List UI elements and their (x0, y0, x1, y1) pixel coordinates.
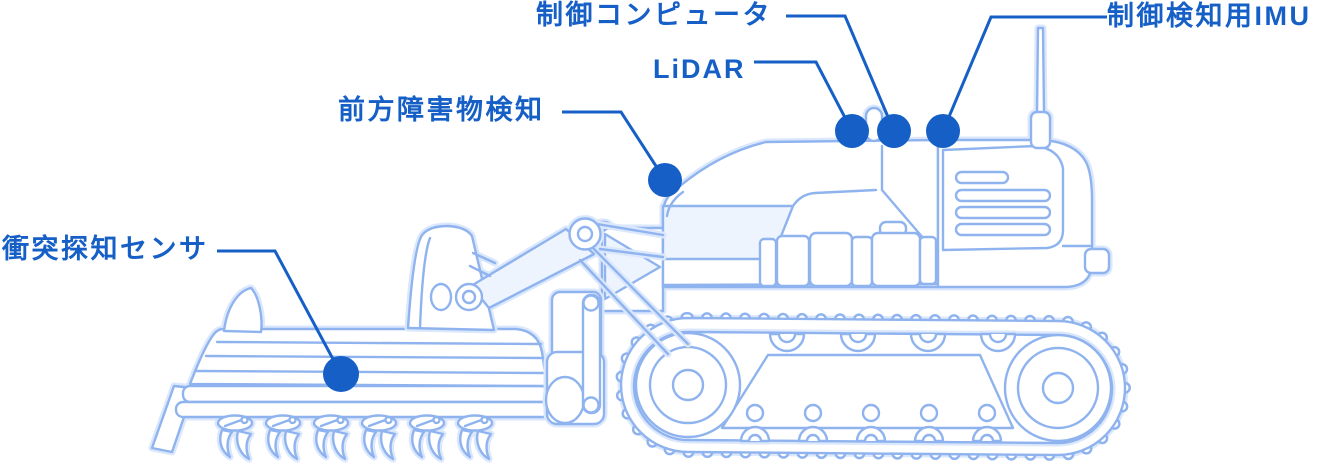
sensor-dots (323, 114, 960, 392)
leader-front-obstacle-detection (562, 110, 667, 181)
sensor-dot-lidar (835, 114, 869, 148)
label-control-imu: 制御検知用IMU (1107, 1, 1312, 31)
label-control-computer: 制御コンピュータ (536, 0, 772, 30)
leader-lidar (754, 60, 854, 132)
sensor-dot-control-imu (926, 114, 960, 148)
track-assembly (621, 318, 1125, 455)
sensor-dot-collision-sensor (323, 356, 359, 392)
leader-control-computer (786, 14, 896, 132)
label-front-obstacle-detection: 前方障害物検知 (338, 95, 545, 125)
label-collision-sensor: 衝突探知センサ (2, 234, 209, 264)
label-lidar: LiDAR (653, 54, 746, 84)
leader-lines (217, 14, 1107, 375)
leader-collision-sensor (217, 249, 343, 375)
sensor-dot-control-computer (877, 114, 911, 148)
sensor-dot-front-obstacle-detection (648, 163, 682, 197)
leader-control-imu (941, 15, 1107, 132)
